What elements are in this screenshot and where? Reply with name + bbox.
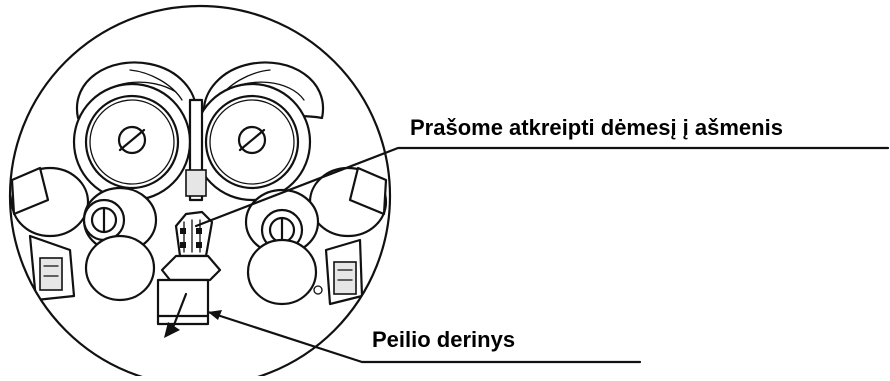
side-roller-left — [10, 166, 90, 238]
knife-assembly — [156, 210, 222, 338]
knife-assembly-callout-label: Peilio derinys — [372, 327, 516, 352]
bracket-left — [28, 234, 76, 302]
blades-callout-label: Prašome atkreipti dėmesį į ašmenis — [410, 115, 783, 140]
large-roller-left — [72, 82, 192, 202]
leader-line-knife — [206, 310, 642, 364]
bracket-right — [313, 238, 364, 306]
large-roller-right — [192, 82, 312, 202]
mechanism-drawing — [10, 61, 388, 338]
center-post — [185, 98, 207, 202]
detail-circle — [8, 4, 392, 381]
small-roller-left — [82, 186, 158, 302]
side-roller-right — [308, 166, 388, 238]
small-roller-right — [244, 188, 320, 306]
leader-line-blades — [194, 146, 890, 228]
